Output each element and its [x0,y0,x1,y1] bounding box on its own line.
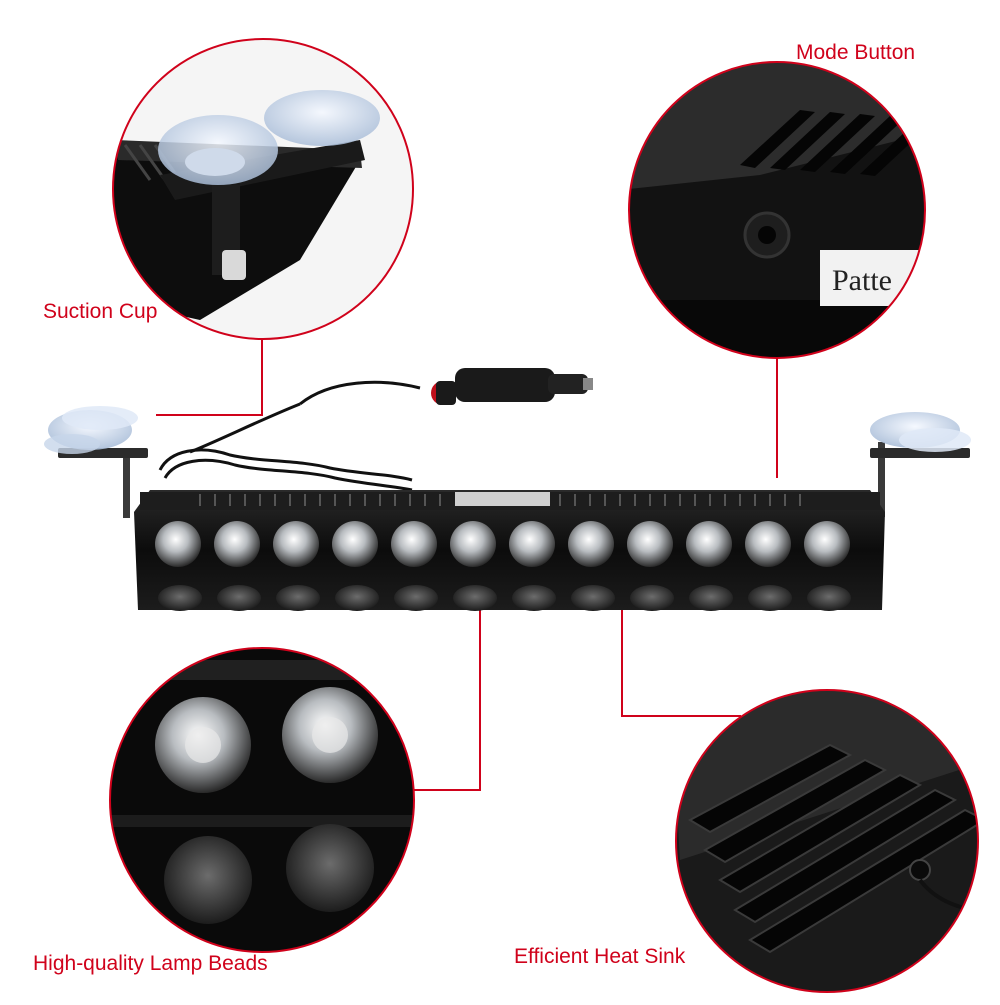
callout-suction-cup: Suction Cup [43,300,158,323]
mode-button-icon [758,226,776,244]
suction-cup-detail [112,38,414,340]
mode-button-detail: Patte [628,61,926,359]
callout-lamp-beads: High-quality Lamp Beads [33,952,268,975]
led-row-bottom [158,585,851,611]
callout-heat-sink: Efficient Heat Sink [514,945,686,968]
right-suction-mount [870,412,971,517]
callout-mode-button: Mode Button [796,41,916,64]
lamp-beads-detail [109,647,415,953]
left-suction-mount [44,406,148,518]
light-bar [44,368,971,611]
top-vents [199,494,801,506]
mode-panel-sticker-text: Patte [832,264,892,297]
led-row-top [155,521,850,567]
cigarette-plug-icon [431,368,593,405]
heat-sink-fins-icon [687,743,978,954]
power-cord [158,380,421,492]
heat-sink-detail [675,689,979,993]
